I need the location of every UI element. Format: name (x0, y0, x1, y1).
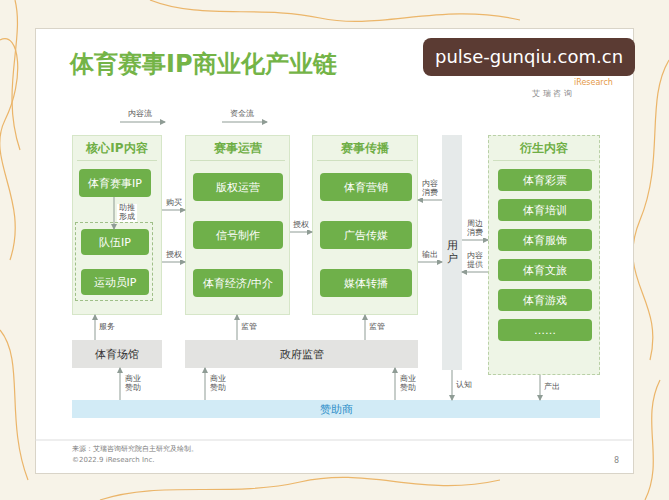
group-box: 衍生内容体育彩票体育培训体育服饰体育文旅体育游戏 …… (488, 135, 600, 375)
process-box: 信号制作 (193, 221, 283, 249)
edge-label: 授权 (292, 221, 310, 230)
scribble (12, 0, 20, 150)
box-text: 体育游戏 (523, 293, 567, 308)
legend-line-sample (222, 122, 267, 123)
edge-label: 产出 (543, 383, 561, 392)
process-box: 版权运营 (193, 173, 283, 201)
watermark: pulse-gunqiu.com.cn (423, 38, 635, 76)
box-text: 体育彩票 (523, 173, 567, 188)
box-text: 运动员IP (94, 275, 137, 290)
edge-label: 商业赞助 (123, 375, 143, 393)
process-box: 体育经济/中介 (193, 269, 283, 297)
group-heading: 核心IP内容 (77, 136, 157, 161)
process-box: 体育培训 (498, 199, 592, 221)
box-text: 信号制作 (216, 228, 260, 243)
edge-label: 助推形成 (117, 204, 137, 222)
group-box: 赛事传播体育营销广告传媒媒体转播 (312, 135, 418, 315)
diagram-title: 体育赛事IP商业化产业链 (70, 48, 337, 80)
box-text: 媒体转播 (344, 276, 388, 291)
box-text: 体育经济/中介 (203, 276, 273, 291)
flow-arrow (205, 368, 206, 400)
group-box: 核心IP内容体育赛事IP 队伍IP 运动员IP (72, 135, 162, 315)
box-text: 用户 (447, 240, 458, 264)
group-heading: 赛事传播 (317, 136, 413, 161)
flow-arrow (365, 315, 366, 340)
edge-label: 监管 (368, 323, 386, 332)
flow-arrow (237, 315, 238, 340)
flow-arrow (418, 262, 442, 263)
group-heading: 赛事运营 (190, 136, 285, 161)
flow-arrow (462, 240, 488, 241)
flow-arrow (95, 315, 96, 340)
process-box: 体育赛事IP (79, 169, 151, 197)
logo-text: 艾 瑞 咨 询 (532, 88, 572, 99)
box-text: 体育赛事IP (88, 176, 142, 191)
flow-arrow (162, 262, 185, 263)
flow-arrow (395, 368, 396, 400)
flow-arrow (452, 370, 453, 400)
logo-text: iResearch (574, 78, 613, 87)
process-box: 队伍IP (81, 229, 149, 255)
box-text: 体育场馆 (95, 347, 139, 362)
edge-label: 周边消费 (465, 220, 485, 238)
edge-label: 授权 (165, 251, 183, 260)
legend-line-sample (120, 122, 165, 123)
edge-label: 购买 (165, 199, 183, 208)
scribble (0, 39, 18, 260)
group-heading: 衍生内容 (493, 136, 595, 161)
box-text: 政府监管 (280, 347, 324, 362)
box-text: …… (534, 324, 556, 337)
source-caption: 来源：艾瑞咨询研究院自主研究及绘制。 (72, 444, 198, 454)
process-box: 体育文旅 (498, 259, 592, 281)
flow-arrow (418, 200, 442, 201)
process-box: 运动员IP (81, 269, 149, 295)
scribble (0, 330, 28, 480)
edge-label: 监管 (240, 323, 258, 332)
flow-arrow (462, 272, 488, 273)
scribble (150, 0, 520, 21)
scribble (100, 477, 500, 500)
edge-label: 商业赞助 (208, 375, 228, 393)
footer-rule (35, 440, 632, 441)
legend-text: 内容流 (128, 108, 152, 119)
scribble (633, 60, 669, 360)
group-box: 赛事运营版权运营信号制作体育经济/中介 (185, 135, 290, 315)
user-band: 用户 (442, 135, 462, 370)
process-box: …… (498, 319, 592, 341)
edge-label: 内容消费 (420, 180, 440, 198)
process-box: 体育游戏 (498, 289, 592, 311)
process-box: 体育彩票 (498, 169, 592, 191)
flow-arrow (120, 368, 121, 400)
box-text: 广告传媒 (344, 228, 388, 243)
edge-label: 商业赞助 (398, 375, 418, 393)
flow-arrow (162, 210, 185, 211)
box-text: 体育文旅 (523, 263, 567, 278)
process-box: 体育营销 (320, 173, 412, 201)
box-text: 版权运营 (216, 180, 260, 195)
edge-label: 认知 (455, 381, 473, 390)
flow-arrow (290, 232, 312, 233)
process-box: 体育服饰 (498, 229, 592, 251)
box-text: 体育服饰 (523, 233, 567, 248)
edge-label: 内容提供 (465, 252, 485, 270)
box-text: 体育营销 (344, 180, 388, 195)
box-text: 体育培训 (523, 203, 567, 218)
scribble (645, 380, 660, 500)
legend-text: 资金流 (230, 108, 254, 119)
copyright-note: ©2022.9 iResearch Inc. (72, 456, 155, 464)
process-box: 广告传媒 (320, 221, 412, 249)
box-text: 队伍IP (99, 235, 131, 250)
edge-label: 服务 (98, 323, 116, 332)
support-box: 政府监管 (185, 340, 418, 368)
box-text: 赞助商 (320, 402, 353, 417)
sponsor-band: 赞助商 (72, 400, 600, 418)
page-number: 8 (614, 456, 619, 465)
flow-arrow (540, 375, 541, 400)
support-box: 体育场馆 (72, 340, 162, 368)
edge-label: 输出 (421, 251, 439, 260)
process-box: 媒体转播 (320, 269, 412, 297)
